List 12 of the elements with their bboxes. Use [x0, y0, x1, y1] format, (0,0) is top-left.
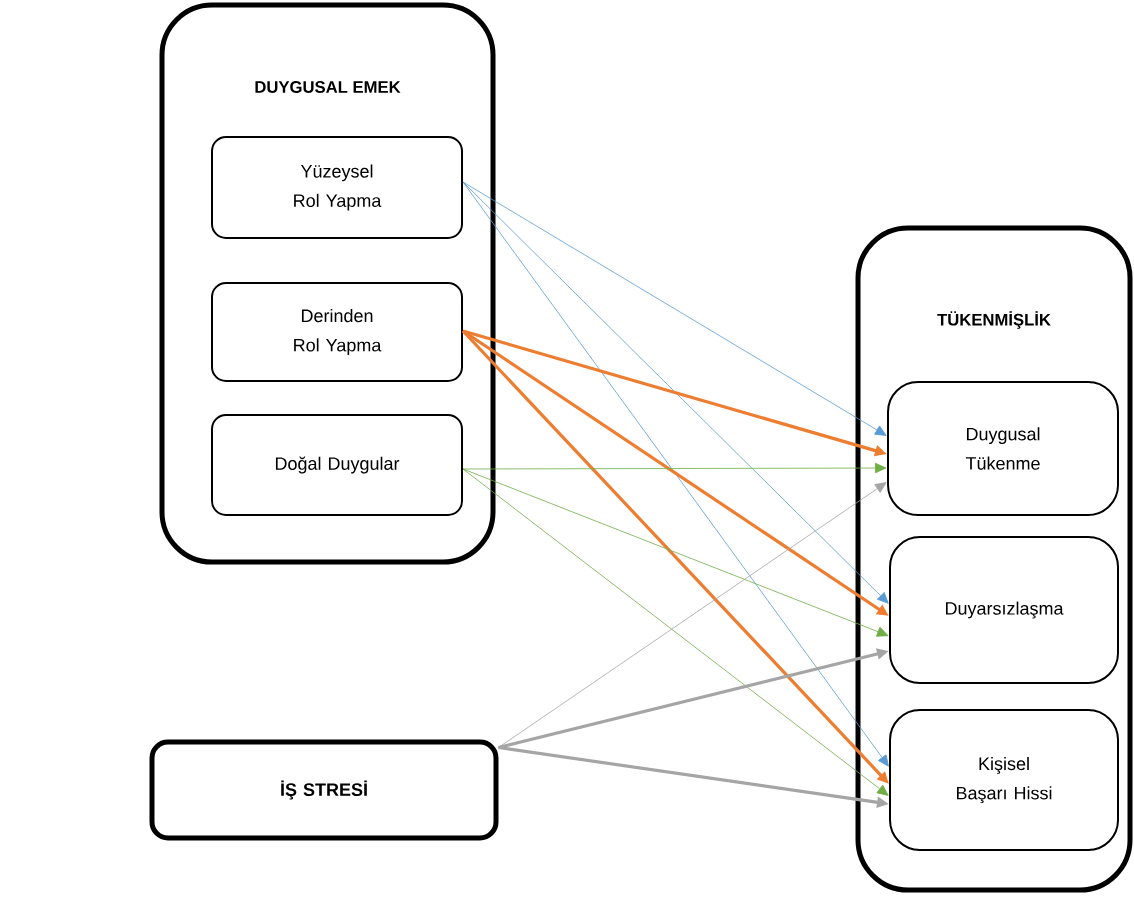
concept-box: Duygusal Tükenme [887, 381, 1119, 516]
arrow [462, 181, 889, 767]
arrow [462, 468, 889, 796]
concept-box: Kişisel Başarı Hissi [889, 709, 1119, 851]
concept-box: İŞ STRESİ [149, 739, 499, 841]
arrow [462, 468, 889, 637]
concept-box: Derinden Rol Yapma [211, 282, 463, 382]
arrow [462, 462, 887, 474]
concept-box: Doğal Duygular [211, 414, 463, 516]
concept-box: Yüzeysel Rol Yapma [211, 136, 463, 239]
concept-box: Duyarsızlaşma [889, 536, 1119, 684]
arrow [462, 181, 887, 436]
